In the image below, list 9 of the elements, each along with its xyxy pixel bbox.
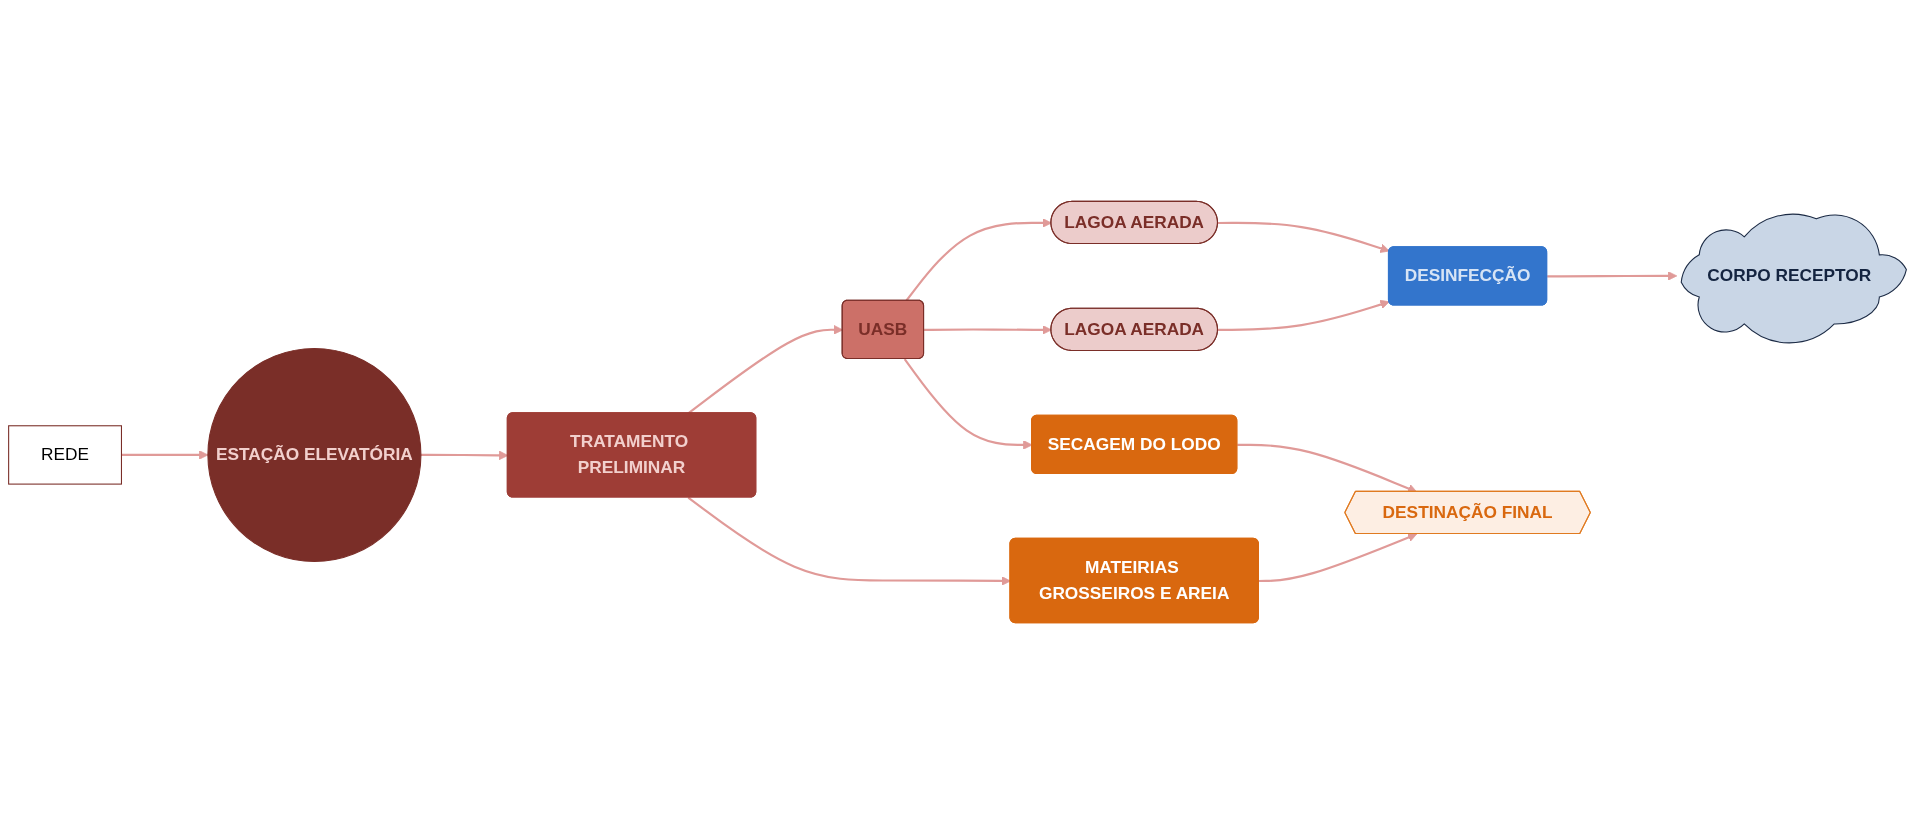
arrow bbox=[924, 325, 1052, 335]
arrow bbox=[1547, 271, 1678, 281]
node-box: REDE bbox=[8, 425, 122, 485]
arrow bbox=[1218, 299, 1390, 331]
arrow bbox=[121, 450, 209, 460]
arrow bbox=[1218, 221, 1390, 253]
arrow bbox=[905, 218, 1052, 302]
node-circle: ESTAÇÃO ELEVATÓRIA bbox=[207, 347, 422, 562]
arrow bbox=[1258, 532, 1418, 583]
